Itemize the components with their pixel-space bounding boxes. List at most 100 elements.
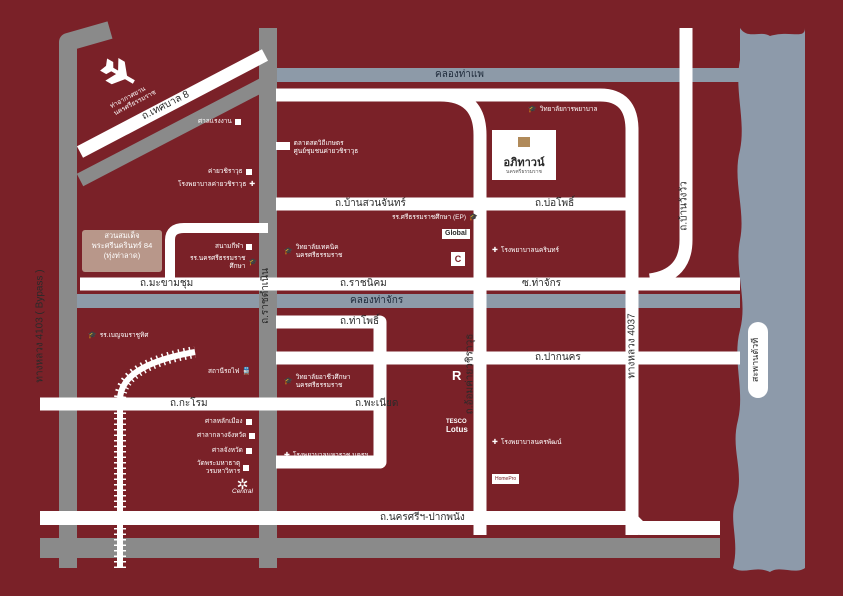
provincial-hall-label: ศาลากลางจังหวัด [197,432,247,439]
central-label: Central [232,488,253,495]
label-tha-pho: ถ.ท่าโพธิ์ [340,316,380,327]
sanam-kila-label: สนามกีฬา [215,243,244,250]
rs-hotel-logo: R [452,368,462,383]
tech-college-label: วิทยาลัยเทคนิคนครศรีธรรมราช [296,244,343,260]
market-icon: ▣ [284,144,291,151]
school-nakhon-line1: รร.นครศรีธรรมราช [190,255,246,262]
building-icon [249,433,256,439]
poi-wachirawut-camp: ค่ายวชิราวุธ [208,168,252,176]
project-name: อภิทาวน์ [503,157,545,169]
label-tha-chak: ซ.ท่าจักร [522,278,562,289]
global-label: Global [445,230,467,237]
graduation-cap-icon: 🎓 [528,106,537,113]
vocational-line1: วิทยาลัยอาชีวศึกษา [295,374,351,381]
hospital-cross-icon: ✚ [492,439,498,446]
hospital-cross-icon: ✚ [284,452,290,459]
highways [40,21,720,568]
central-logo-icon: ✲ [236,476,249,492]
building-icon [246,244,253,250]
label-highway-4037: ทางหลวง 4037 [626,313,638,379]
graduation-cap-icon: 🎓 [284,248,293,255]
market-label: ตลาดสดวิถีเกษตรศูนย์ชุมชนค่ายวชิราวุธ [294,140,359,156]
graduation-cap-icon: 🎓 [88,332,97,339]
label-ban-suan-chan: ถ.บ้านสวนจันทร์ [335,198,406,209]
graduation-cap-icon: 🎓 [248,259,258,266]
temple-line1: วัดพระมหาธาตุ [197,460,241,467]
hospital-cross-icon: ✚ [492,247,498,254]
label-bridge: สะพานตัวที [750,337,761,383]
poi-benjama-school: 🎓รร.เบญจมราชูทิศ [88,332,148,340]
poi-vocational: 🎓วิทยาลัยอาชีวศึกษานครศรีธรรมราช [284,374,351,390]
park-label-line2: พระศรีนครินทร์ 84 [91,241,153,250]
vocational-label: วิทยาลัยอาชีวศึกษานครศรีธรรมราช [296,374,351,390]
canal-tha-chak [60,294,740,308]
hospital-cross-icon: ✚ [249,181,256,188]
poi-pattana-hospital: ✚โรงพยาบาลนครพัฒน์ [492,439,561,447]
train-icon: 🚆 [242,368,252,375]
graduation-cap-icon: 🎓 [469,214,478,221]
poi-sanam-kila: สนามกีฬา [215,243,253,251]
river [733,28,805,572]
city-pillar-label: ศาลหลักเมือง [205,418,243,425]
airplane-icon [100,58,135,85]
park-label-line3: (ทุ่งท่าลาด) [103,251,141,260]
poi-rs-hotel: R [452,368,462,383]
streets [40,28,740,535]
labour-court-label: ศาลแรงงาน [198,118,232,125]
label-ban-rong-wua: ถ.บ้านวังวัว [678,181,690,231]
highway-4103 [59,21,113,568]
poi-school-nakhon: รร.นครศรีธรรมราชศึกษา🎓 [190,255,257,271]
wachirawut-camp-label: ค่ายวชิราวุธ [208,168,243,175]
railway [114,346,197,568]
poi-nursing-college: 🎓วิทยาลัยการพยาบาล [528,106,597,114]
road-ban-rong-wua [648,28,693,287]
poi-wachirawut-hospital: โรงพยาบาลค่ายวชิราวุธ✚ [178,181,255,189]
poi-kanchana-hospital: ✚โรงพยาบาลนครินทร์ [492,247,559,255]
store-logo-icon: C [454,254,462,264]
school-nakhon-label: รร.นครศรีธรรมราชศึกษา [190,255,245,271]
poi-store-logo: C [451,252,465,266]
project-subtitle: นครศรีธรรมราช [506,169,542,175]
graduation-cap-icon: 🎓 [284,378,293,385]
bridge-pill [748,322,768,398]
poi-provincial-court: ศาลจังหวัด [212,447,252,455]
label-khlong-tha-chak: คลองท่าจักร [350,295,404,306]
nursing-college-label: วิทยาลัยการพยาบาล [539,106,598,113]
tech-college-line1: วิทยาลัยเทคนิค [295,244,339,251]
tesco-line2: Lotus [446,425,468,434]
sriwichai-school-label: รร.ศรีธรรมราชศึกษา (EP) [392,214,466,221]
tesco-line1: TESCO [446,419,467,425]
canal-tha-phae [268,68,740,82]
label-ratchaniyom: ถ.ราชนิคม [340,278,387,289]
label-pak-nakhon: ถ.ปากนคร [535,352,581,363]
poi-homepro: HomePro [492,474,520,484]
label-kra-rom: ถ.กะโรม [170,398,208,409]
kanchana-hospital-label: โรงพยาบาลนครินทร์ [500,247,560,254]
park-label: สวนสมเด็จ พระศรีนครินทร์ 84 (ทุ่งท่าลาด) [82,231,162,261]
label-anupong: ถ.อ้อมค่ายวชิราวุธ [464,333,476,415]
poi-station: สถานีรถไฟ🚆 [208,368,251,376]
homepro-label: HomePro [495,476,517,482]
poi-maharaj-hospital: ✚โรงพยาบาลมหาราช นครฯ [284,452,368,460]
road-tha-pho [276,315,387,469]
poi-temple: วัดพระมหาธาตุวรมหาวิหาร [197,460,250,476]
poi-sriwichai-school: รร.ศรีธรรมราชศึกษา (EP)🎓 [392,214,478,222]
thesaban8-gray [76,75,272,187]
temple-line2: วรมหาวิหาร [205,468,241,475]
label-nakhon-pak-phanang: ถ.นครศรีฯ-ปากพนัง [380,512,465,523]
building-icon [245,448,252,454]
building-icon [245,419,252,425]
poi-central: ✲Central [232,476,253,496]
poi-tech-college: 🎓วิทยาลัยเทคนิคนครศรีธรรมราช [284,244,342,260]
pattana-hospital-label: โรงพยาบาลนครพัฒน์ [500,439,562,446]
poi-global: Global [442,229,470,239]
school-nakhon-line2: ศึกษา [229,263,246,270]
vocational-line2: นครศรีธรรมราช [295,382,343,389]
road-thesaban8 [76,49,269,158]
temple-label: วัดพระมหาธาตุวรมหาวิหาร [197,460,240,476]
poi-market: ▣ตลาดสดวิถีเกษตรศูนย์ชุมชนค่ายวชิราวุธ [284,140,358,156]
park-area [82,230,162,272]
poi-labour-court: ศาลแรงงาน [198,118,241,126]
label-khlong-tha-phae: คลองท่าแพ [435,69,484,80]
